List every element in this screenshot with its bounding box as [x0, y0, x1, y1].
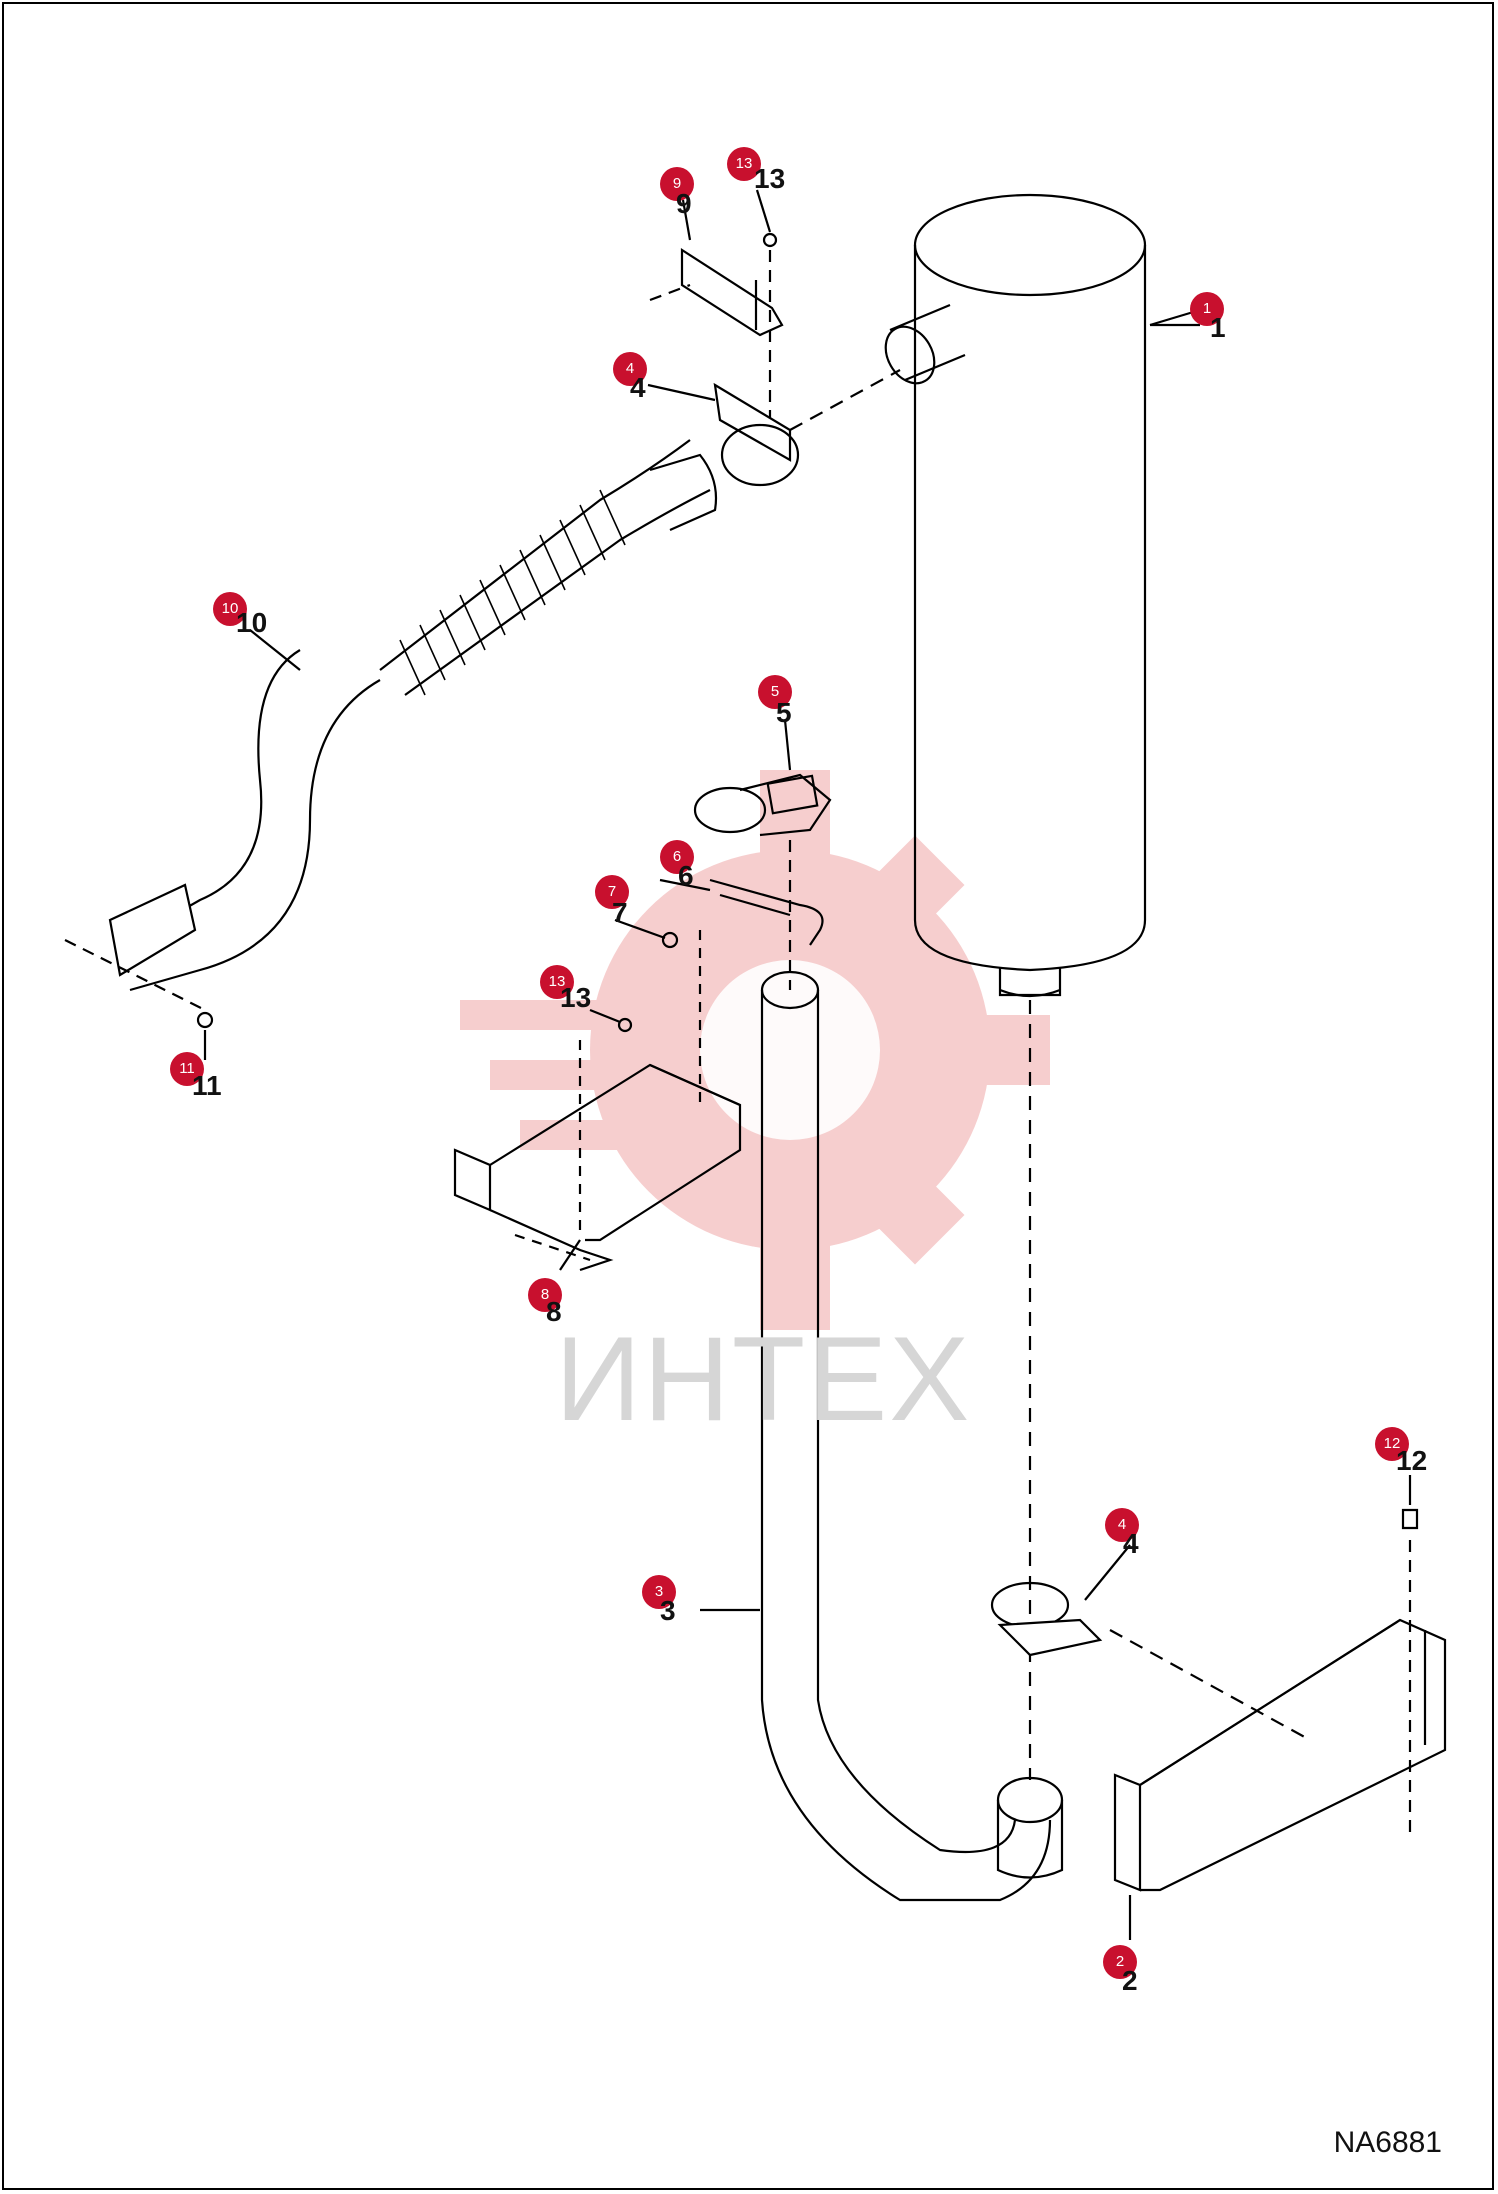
part-number-13-top: 13	[754, 163, 786, 194]
drawing-lines	[64, 189, 1447, 1940]
part-number-13-mid: 13	[560, 982, 592, 1013]
callout-11[interactable]: 11	[170, 1052, 204, 1086]
callout-13-mid[interactable]: 13	[540, 965, 574, 999]
nut-7	[661, 931, 679, 949]
part-number-1: 1	[1210, 312, 1226, 343]
bracket-8	[453, 1063, 742, 1272]
muffler	[884, 193, 1200, 998]
part-number-10: 10	[236, 607, 268, 638]
u-bolt-6	[709, 878, 824, 946]
hanger-5	[693, 773, 832, 837]
callout-2[interactable]: 2	[1103, 1945, 1137, 1979]
watermark-text: ИНТЕХ	[555, 1312, 972, 1446]
callout-9[interactable]: 9	[660, 167, 694, 201]
bracket-2	[1113, 1618, 1447, 1892]
part-number-4-top: 4	[630, 372, 646, 403]
part-number-2: 2	[1122, 1965, 1138, 1996]
callout-8[interactable]: 8	[528, 1278, 562, 1312]
part-number-5: 5	[776, 697, 792, 728]
bolt-12	[1401, 1508, 1419, 1530]
callout-5[interactable]: 5	[758, 675, 792, 709]
part-number-11: 11	[192, 1070, 222, 1101]
callout-7[interactable]: 7	[595, 875, 629, 909]
part-number-8: 8	[546, 1296, 562, 1327]
part-number-7: 7	[612, 897, 628, 928]
callout-4-bottom[interactable]: 4	[1105, 1508, 1139, 1542]
part-number-3: 3	[660, 1595, 676, 1626]
flex-pipe-10	[108, 439, 718, 992]
tailpipe-3	[700, 970, 1064, 1902]
callout-13-top[interactable]: 13	[727, 147, 761, 181]
drawing-code: NA6881	[1333, 2126, 1442, 2159]
part-number-4-bottom: 4	[1123, 1528, 1139, 1559]
callout-6[interactable]: 6	[660, 840, 694, 874]
bracket-9	[680, 247, 784, 337]
part-number-9: 9	[676, 188, 692, 219]
callout-3[interactable]: 3	[642, 1575, 676, 1609]
watermark-logo	[460, 770, 1050, 1330]
clamp-4-top	[713, 382, 800, 487]
callout-1[interactable]: 1	[1190, 292, 1224, 326]
clamp-4-bottom	[990, 1581, 1103, 1657]
part-number-12: 12	[1396, 1445, 1428, 1476]
bolt-13-mid	[617, 1017, 633, 1033]
watermark-logo-center	[700, 960, 880, 1140]
part-number-6: 6	[678, 860, 694, 891]
callout-12[interactable]: 12	[1375, 1427, 1409, 1461]
nut-11	[196, 1011, 214, 1029]
callout-10[interactable]: 10	[213, 592, 247, 626]
callout-4-top[interactable]: 4	[613, 352, 647, 386]
bolt-13-top	[762, 232, 778, 248]
